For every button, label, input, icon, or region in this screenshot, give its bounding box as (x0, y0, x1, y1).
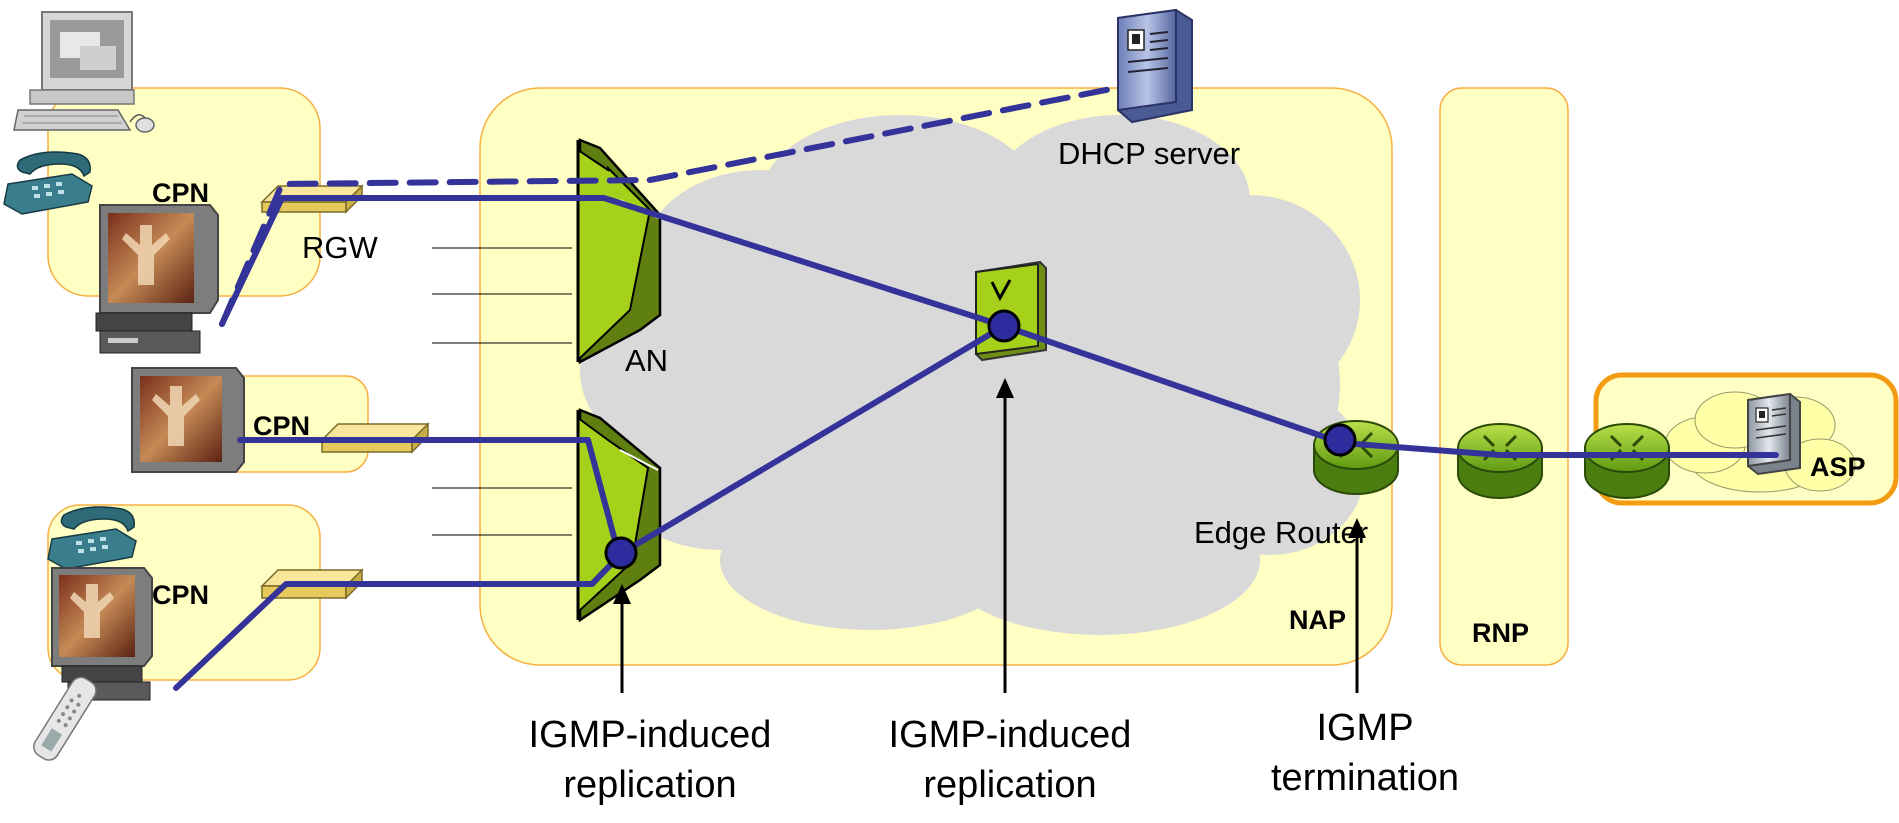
asp-label: ASP (1810, 452, 1866, 482)
rnp-label: RNP (1472, 618, 1530, 648)
tv-settop-icon (51, 567, 153, 701)
remote-control-icon (33, 676, 97, 761)
path-bottom (173, 323, 1007, 691)
tv-settop-icon (95, 204, 219, 354)
tv-icon (131, 367, 245, 473)
rnp-zone (1439, 87, 1569, 666)
annotation-igmp-termination: IGMP termination (1225, 703, 1505, 803)
replication-node-switch (987, 309, 1021, 343)
path-middle (237, 437, 621, 555)
annotation-switch-line1: IGMP-induced (888, 714, 1132, 756)
annotation-termination-line2: termination (1271, 757, 1459, 799)
telephone-icon (47, 506, 137, 570)
rgw-label: RGW (302, 230, 378, 265)
dhcp-dashed-link (219, 85, 1119, 327)
dhcp-server-label: DHCP server (1058, 136, 1241, 171)
annotation-arrows (613, 378, 1366, 693)
termination-node-edge-router (1323, 423, 1357, 457)
annotation-switch-line2: replication (923, 764, 1097, 806)
aggregation-switch-icon (975, 260, 1047, 362)
nap-label: NAP (1289, 605, 1347, 635)
cpn-middle-label: CPN (253, 411, 311, 441)
asp-router-icon (1584, 423, 1670, 499)
cpn-bottom-label: CPN (152, 580, 210, 610)
annotation-termination-line1: IGMP (1316, 707, 1414, 749)
annotation-an-line1: IGMP-induced (528, 714, 772, 756)
desktop-computer-icon (13, 11, 155, 133)
dhcp-server-icon (1117, 8, 1193, 124)
annotation-an-line2: replication (563, 764, 737, 806)
telephone-icon (3, 151, 93, 215)
core-cloud (580, 115, 1365, 635)
edge-router-label: Edge Router (1194, 515, 1369, 550)
an-port-lines (432, 247, 572, 536)
asp-server-icon (1747, 392, 1801, 476)
cpn-top-label: CPN (152, 178, 210, 208)
rnp-router-icon (1457, 423, 1543, 499)
annotation-an-replication: IGMP-induced replication (500, 710, 800, 810)
annotation-switch-replication: IGMP-induced replication (860, 710, 1160, 810)
replication-node-an (604, 536, 638, 570)
an-label: AN (625, 343, 669, 378)
